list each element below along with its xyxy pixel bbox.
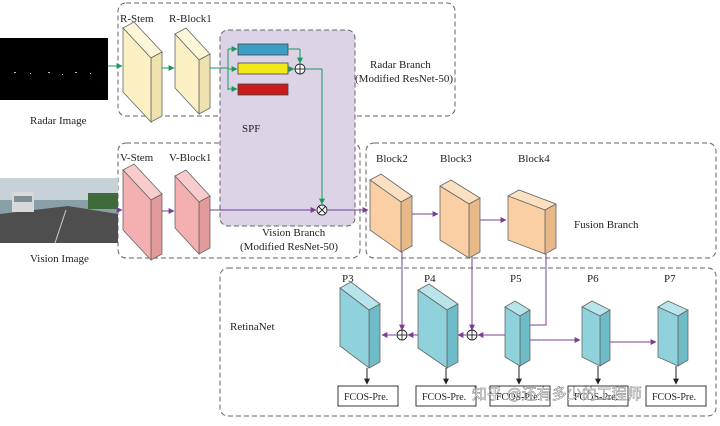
- spf-bar-red: [237, 83, 289, 96]
- vision-branch-title: Vision Branch: [262, 227, 326, 239]
- fcos-head-p5-label: FCOS-Pre.: [496, 392, 540, 403]
- fcos-head-p3-label: FCOS-Pre.: [344, 392, 388, 403]
- retina-p3-label: P3: [342, 273, 354, 285]
- radar-input-image: [0, 38, 108, 100]
- fcos-head-p7: [645, 385, 707, 407]
- fusion-block2-label: Block2: [376, 153, 408, 165]
- v-stem-block: [122, 163, 163, 262]
- retina-sum-node-p3: [396, 329, 408, 341]
- vision-branch-subtitle: (Modified ResNet-50): [240, 241, 338, 253]
- v-block1-label: V-Block1: [169, 152, 211, 164]
- fusion-block3: [439, 179, 481, 259]
- v-stem-label: V-Stem: [120, 152, 154, 164]
- r-stem-label: R-Stem: [120, 13, 154, 25]
- fusion-block2: [369, 173, 413, 253]
- fusion-block4-label: Block4: [518, 153, 550, 165]
- retinanet-box: [219, 267, 717, 417]
- retina-p4-label: P4: [424, 273, 436, 285]
- fcos-head-p6-label: FCOS-Pre.: [574, 392, 618, 403]
- radar-speckle: [14, 72, 91, 75]
- retina-p5-block: [504, 300, 531, 367]
- retina-p5-label: P5: [510, 273, 522, 285]
- retina-p7-block: [657, 300, 689, 367]
- fcos-head-p7-label: FCOS-Pre.: [652, 392, 696, 403]
- vision-image-label: Vision Image: [30, 253, 89, 265]
- spf-sum-node: [294, 63, 306, 75]
- fcos-head-p4-label: FCOS-Pre.: [422, 392, 466, 403]
- retina-p7-label: P7: [664, 273, 676, 285]
- vision-input-image: [0, 178, 118, 244]
- fusion-branch-title: Fusion Branch: [574, 219, 639, 231]
- spf-region: [219, 29, 356, 227]
- spf-bar-yellow: [237, 62, 289, 75]
- spf-label: SPF: [242, 123, 260, 135]
- v-block1-block: [174, 169, 211, 256]
- retinanet-title: RetinaNet: [230, 321, 275, 333]
- radar-branch-title: Radar Branch: [370, 59, 431, 71]
- vision-arrows: [116, 207, 657, 345]
- retina-p4-block: [417, 283, 459, 369]
- fusion-block3-label: Block3: [440, 153, 472, 165]
- retina-p3-block: [339, 281, 381, 369]
- retina-p6-label: P6: [587, 273, 599, 285]
- r-stem-block: [122, 21, 163, 124]
- fcos-head-p4: [415, 385, 477, 407]
- radar-branch-subtitle: (Modified ResNet-50): [355, 73, 453, 85]
- r-block1-block: [174, 27, 211, 116]
- multiply-node: [316, 204, 328, 216]
- retina-p6-block: [581, 300, 611, 367]
- fcos-head-p5: [489, 385, 551, 407]
- radar-arrows: [108, 46, 325, 205]
- radar-image-label: Radar Image: [30, 115, 87, 127]
- watermark: 知乎 @还有多少的工程师: [472, 385, 642, 403]
- spf-bar-blue: [237, 43, 289, 56]
- r-block1-label: R-Block1: [169, 13, 212, 25]
- fcos-head-p3: [337, 385, 399, 407]
- retina-sum-node-p4: [466, 329, 478, 341]
- head-arrows: [364, 366, 679, 385]
- fcos-head-p6: [567, 385, 629, 407]
- fusion-branch-box: [365, 142, 717, 259]
- fusion-block4: [507, 189, 557, 255]
